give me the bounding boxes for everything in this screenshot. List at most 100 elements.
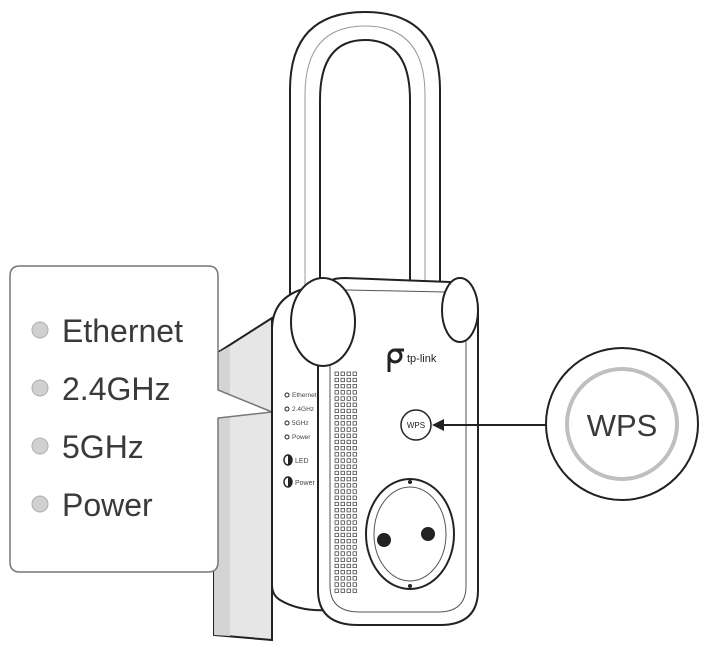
- power-switch[interactable]: Power: [283, 476, 316, 488]
- vent-slot: [352, 520, 357, 525]
- vent-slot: [352, 514, 357, 519]
- vent-slot: [340, 501, 345, 507]
- vent-slot: [346, 557, 351, 562]
- brand-label: tp-link: [407, 353, 437, 365]
- vent-slot: [352, 477, 357, 482]
- wps-button[interactable]: WPS: [400, 409, 432, 441]
- vent-slot: [340, 563, 345, 569]
- vent-slot: [340, 415, 345, 420]
- vent-slot: [352, 408, 357, 414]
- vent-slot: [346, 539, 351, 544]
- vent-slot: [334, 532, 339, 538]
- vent-slot: [334, 470, 339, 476]
- vent-slot: [334, 526, 339, 531]
- vent-slot: [346, 489, 351, 494]
- device-side-led-power: Power: [284, 434, 311, 441]
- antenna: [289, 10, 441, 320]
- device-side-led-2-4ghz: 2.4GHz: [284, 406, 314, 413]
- vent-slot: [340, 483, 345, 488]
- vent-slot: [340, 371, 345, 376]
- vent-slot: [346, 452, 351, 457]
- vent-slot: [352, 483, 357, 488]
- device-side-label-2-4ghz: 2.4GHz: [292, 406, 314, 413]
- antenna-hinge: [290, 277, 479, 367]
- vent-slot: [334, 427, 339, 432]
- vent-slot: [352, 390, 357, 395]
- vent-slot: [346, 495, 351, 500]
- vent-slot: [352, 458, 357, 463]
- vent-slot: [334, 396, 339, 401]
- vent-slot: [346, 396, 351, 401]
- vent-slot: [334, 520, 339, 525]
- vent-slot: [346, 508, 351, 513]
- legend-item-ethernet: Ethernet: [31, 313, 183, 349]
- vent-slot: [346, 532, 351, 538]
- vent-slot: [352, 588, 357, 593]
- vent-slot: [352, 539, 357, 544]
- legend-label-2-4ghz: 2.4GHz: [62, 371, 170, 407]
- vent-slot: [352, 384, 357, 389]
- vent-slot: [340, 452, 345, 457]
- vent-slot: [334, 588, 339, 593]
- vent-slot: [340, 477, 345, 482]
- vent-slot: [346, 563, 351, 569]
- vent-slot: [352, 508, 357, 513]
- vent-slot: [340, 551, 345, 556]
- wps-pointer-arrow: [432, 419, 546, 431]
- vent-slot: [346, 545, 351, 550]
- vent-slot: [334, 415, 339, 420]
- vent-slot: [340, 495, 345, 500]
- vent-slot: [352, 377, 357, 383]
- vent-slot: [352, 446, 357, 451]
- vent-slot: [334, 501, 339, 507]
- vent-slot: [346, 427, 351, 432]
- vent-slot: [334, 402, 339, 407]
- vent-slot: [352, 495, 357, 500]
- vent-slot: [352, 439, 357, 445]
- vent-slot: [352, 464, 357, 469]
- vent-slot: [334, 539, 339, 544]
- vent-slot: [352, 557, 357, 562]
- device-side-label-power: Power: [292, 434, 311, 441]
- vent-slot: [334, 582, 339, 587]
- legend-label-5ghz: 5GHz: [62, 429, 144, 465]
- vent-slot: [346, 458, 351, 463]
- vent-slot: [352, 427, 357, 432]
- vent-slot: [334, 570, 339, 575]
- vent-slot: [352, 582, 357, 587]
- vent-slot: [340, 458, 345, 463]
- vent-slot: [340, 408, 345, 414]
- vent-slot: [334, 495, 339, 500]
- device-side-led-ethernet: Ethernet: [284, 392, 317, 399]
- legend-item-power: Power: [31, 487, 153, 523]
- vent-slot: [334, 545, 339, 550]
- vent-slot: [352, 402, 357, 407]
- vent-slot: [334, 377, 339, 383]
- vent-slot: [352, 396, 357, 401]
- led-switch[interactable]: LED: [283, 454, 309, 466]
- vent-slot: [352, 545, 357, 550]
- vent-slot: [334, 446, 339, 451]
- device-side-label-5ghz: 5GHz: [292, 420, 309, 427]
- vent-slot: [340, 520, 345, 525]
- vent-slot: [346, 477, 351, 482]
- vent-slot: [346, 526, 351, 531]
- vent-slot: [340, 532, 345, 538]
- vent-slot: [352, 576, 357, 581]
- vent-grille: [334, 371, 357, 593]
- vent-slot: [346, 439, 351, 445]
- vent-slot: [352, 415, 357, 420]
- vent-slot: [346, 588, 351, 593]
- vent-slot: [352, 433, 357, 438]
- vent-slot: [340, 570, 345, 575]
- wall-socket-plate: [213, 316, 273, 642]
- vent-slot: [346, 576, 351, 581]
- vent-slot: [352, 551, 357, 556]
- vent-slot: [346, 390, 351, 395]
- vent-slot: [334, 384, 339, 389]
- led-legend-callout: [9, 265, 273, 573]
- vent-slot: [340, 402, 345, 407]
- vent-slot: [352, 532, 357, 538]
- wps-button-label: WPS: [407, 421, 425, 430]
